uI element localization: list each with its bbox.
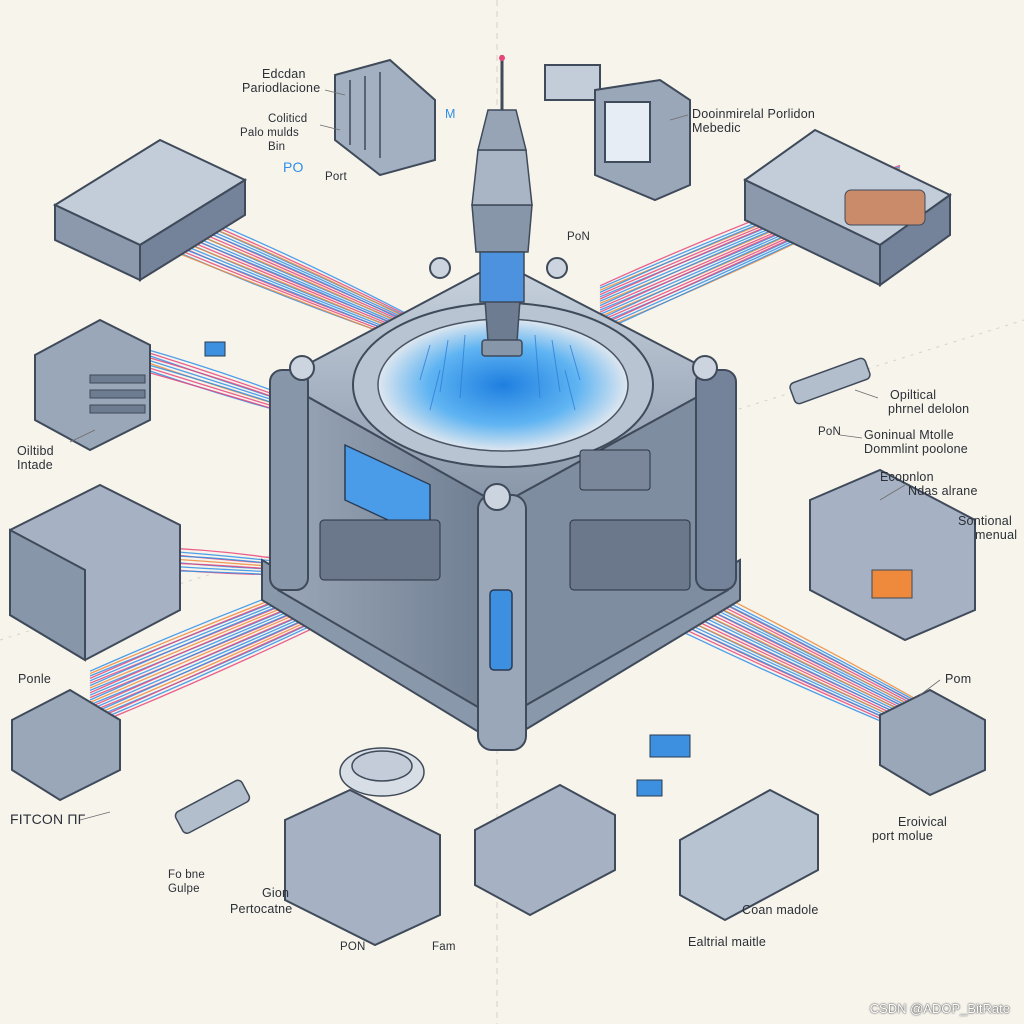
module-left-middle xyxy=(34,318,151,452)
annotation-leaders xyxy=(69,89,941,821)
small-disc xyxy=(339,747,425,797)
label-left-port: Ponle xyxy=(18,672,51,686)
label-right-mid-1: Ecopnlon xyxy=(880,470,934,484)
module-bottom-left xyxy=(284,788,441,947)
label-right-pon: PoN xyxy=(818,426,841,438)
highlight-boxes xyxy=(204,341,691,797)
module-right-mid xyxy=(809,468,976,642)
connector-plugs xyxy=(174,357,871,834)
central-hub xyxy=(261,55,741,751)
label-top-left-mid-2: Palo mulds xyxy=(240,127,299,139)
label-right-module-2: Dommlint poolone xyxy=(864,442,968,456)
label-right-port: Pom xyxy=(945,672,972,686)
module-bottom-center xyxy=(474,783,616,917)
label-top-right-2: Mebedic xyxy=(692,121,741,135)
label-bottom-coan: Coan madole xyxy=(742,903,819,917)
label-left-optical-2: Intade xyxy=(17,458,53,472)
label-top-right-1: Dooinmirelal Porlidon xyxy=(692,107,816,121)
label-bottom-right-1: Eroivical xyxy=(898,815,948,829)
label-left-optical-1: Oiltibd xyxy=(17,444,54,458)
label-right-module-1: Goninual Mtolle xyxy=(864,428,954,442)
module-right-bottom xyxy=(879,688,986,797)
label-bottom-mid-1: Gion xyxy=(262,886,290,900)
label-bottom-mid-2: Pertocatne xyxy=(230,902,293,916)
label-bottom-right-2: port molue xyxy=(872,829,934,843)
label-bottom-left-1: Fo bne xyxy=(168,869,206,881)
label-bottom-left-2: Gulpe xyxy=(168,883,200,895)
module-bottom-right xyxy=(679,788,819,922)
label-right-optical-2: phrnel delolon xyxy=(888,402,970,416)
label-blue-m: M xyxy=(445,107,456,121)
module-left-large xyxy=(9,483,181,662)
label-right-mid-3: Sontional xyxy=(958,514,1012,528)
label-left-bottom-1: FITCON ПГ xyxy=(10,811,86,827)
label-top-left-mid-3: Bin xyxy=(268,141,286,153)
hub-ports xyxy=(319,449,691,591)
label-top-left-title-1: Edcdan xyxy=(262,67,306,81)
module-top-center xyxy=(334,58,436,177)
module-left-bottom xyxy=(11,688,121,802)
label-bottom-electrical: Ealtrial maitle xyxy=(688,935,767,949)
label-pon-top: PoN xyxy=(567,231,590,243)
label-bottom-pon: PON xyxy=(340,941,366,953)
label-bottom-fam: Fam xyxy=(432,941,456,953)
label-top-left-title-2: Pariodlacione xyxy=(242,81,321,95)
module-right-top xyxy=(743,128,952,287)
label-blue-po: PO xyxy=(283,159,304,175)
glow-strands xyxy=(419,334,581,411)
label-right-mid-4: menual xyxy=(975,528,1018,542)
fiber-strand xyxy=(149,234,411,340)
module-top-right-screen xyxy=(544,64,691,202)
label-top-left-mid-1: Coliticd xyxy=(268,113,308,125)
label-right-optical-1: Opiltical xyxy=(890,388,937,402)
label-right-mid-2: Ndas alrane xyxy=(908,484,978,498)
label-port-top: Port xyxy=(325,171,347,183)
watermark: CSDN @ADOP_BitRate xyxy=(869,1001,1010,1016)
module-top-left xyxy=(52,138,248,282)
